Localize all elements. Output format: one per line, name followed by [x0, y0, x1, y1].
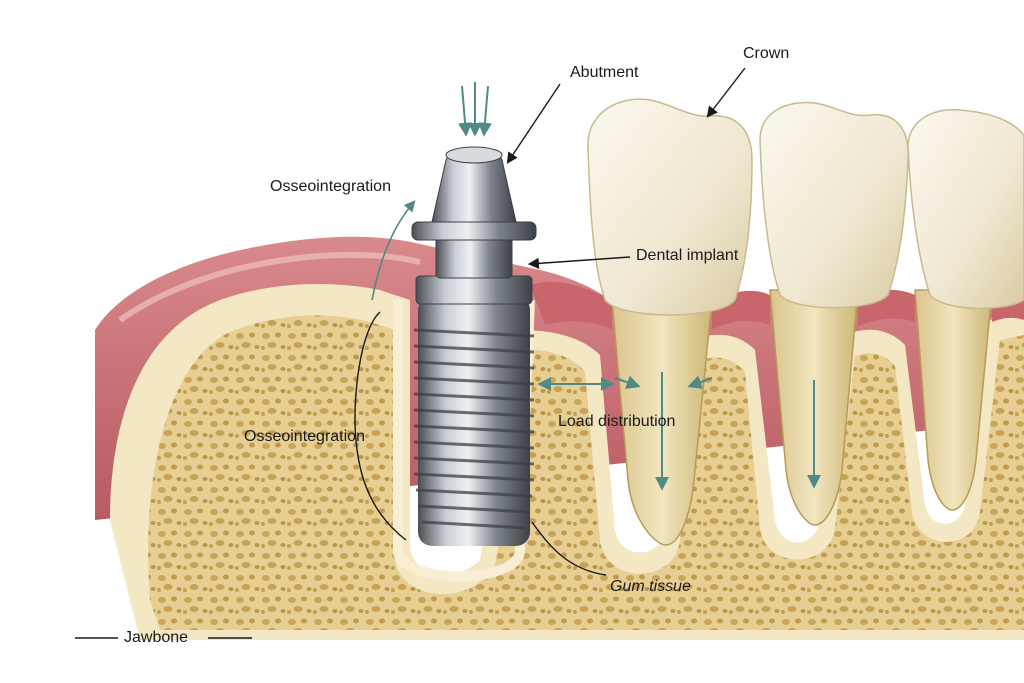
implant-screw	[413, 275, 535, 546]
leader-lines	[75, 67, 746, 639]
crown-2	[759, 101, 909, 309]
tooth-root-3	[914, 289, 993, 511]
label-dental-implant: Dental implant	[636, 247, 739, 264]
gum-collar	[530, 281, 1024, 330]
abutment-part	[411, 146, 537, 279]
label-jawbone: Jawbone	[124, 629, 189, 646]
osseointegration-bracket	[354, 311, 407, 541]
label-crown: Crown	[743, 45, 790, 62]
gum-highlight	[118, 251, 421, 323]
implant-socket	[393, 299, 535, 582]
load-distribution-arrows	[537, 372, 821, 491]
label-osseointegration-mid: Osseointegration	[244, 428, 365, 445]
label-gum-tissue: Gum tissue	[610, 578, 691, 595]
label-abutment: Abutment	[570, 64, 639, 81]
osseointegration-markers	[371, 200, 416, 301]
bite-force-arrows	[458, 82, 492, 137]
crown-1	[587, 98, 753, 316]
label-load-distribution: Load distribution	[558, 413, 676, 430]
crown-3	[907, 109, 1024, 310]
label-osseointegration-top: Osseointegration	[270, 178, 391, 195]
jawbone-spongy	[148, 315, 1024, 630]
